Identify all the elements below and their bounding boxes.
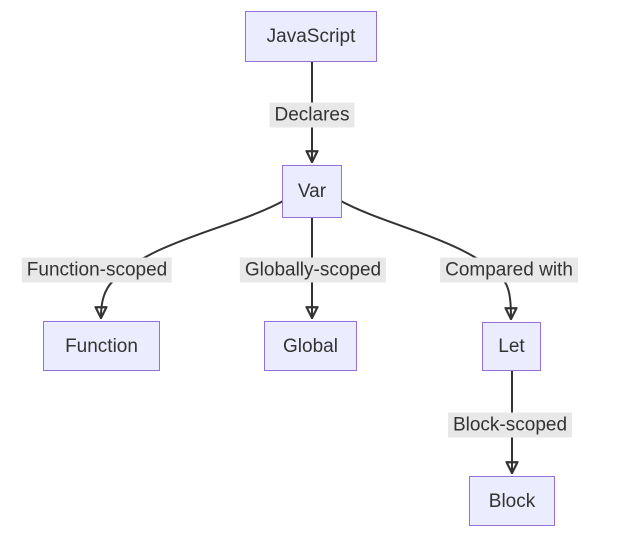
node-function-label: Function: [65, 335, 138, 357]
node-let: Let: [482, 322, 541, 371]
node-function: Function: [43, 321, 160, 371]
node-javascript: JavaScript: [245, 11, 377, 62]
edge-label-compared-with: Compared with: [440, 257, 578, 283]
node-var: Var: [282, 165, 342, 218]
edge-label-function-scoped: Function-scoped: [21, 257, 173, 283]
node-var-label: Var: [297, 181, 327, 202]
node-global-label: Global: [283, 335, 338, 357]
node-block: Block: [469, 476, 555, 526]
edge-label-globally-scoped: Globally-scoped: [239, 257, 387, 283]
edge-label-declares: Declares: [269, 102, 355, 128]
node-block-label: Block: [488, 490, 536, 512]
node-global: Global: [264, 321, 357, 371]
node-javascript-label: JavaScript: [266, 26, 356, 47]
node-let-label: Let: [498, 336, 525, 357]
edge-label-block-scoped: Block-scoped: [447, 412, 573, 438]
